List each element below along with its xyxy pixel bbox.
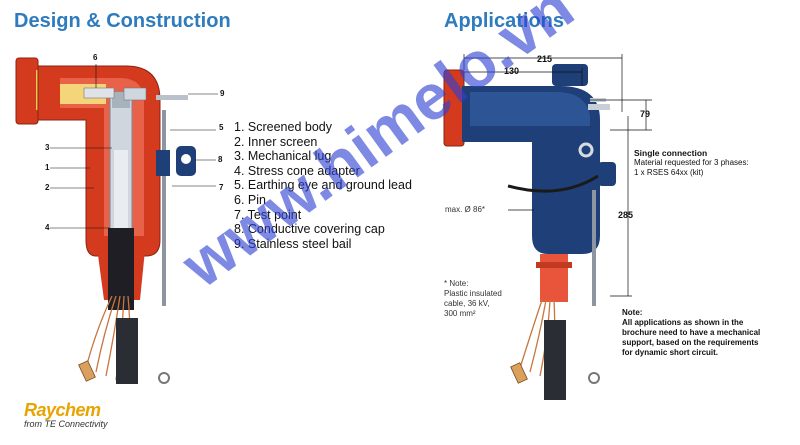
callout-7: 7 [219, 183, 224, 192]
installed-connector [443, 64, 616, 400]
single-connection-line1: Material requested for 3 phases: [634, 158, 749, 167]
logo-name: Raychem [24, 400, 101, 420]
single-connection-line2: 1 x RSES 64xx (kit) [634, 168, 704, 177]
cable-note-line1: * Note: [444, 279, 469, 288]
logo-subtitle: from TE Connectivity [24, 419, 108, 429]
callout-9: 9 [220, 89, 225, 98]
parts-list-item: 3. Mechanical lug [234, 149, 332, 164]
cable-note-line4: 300 mm² [444, 309, 476, 318]
dimension-285: 285 [618, 210, 633, 220]
support-note-line1: All applications as shown in the [622, 318, 744, 327]
single-connection-block: Single connection Material requested for… [634, 148, 749, 178]
cable-note-line3: cable, 36 kV, [444, 299, 490, 308]
parts-list-item: 9. Stainless steel bail [234, 236, 352, 251]
support-note-line2: brochure need to have a mechanical [622, 328, 761, 337]
support-note-line3: support, based on the requirements [622, 338, 759, 347]
parts-list-item: 4. Stress cone adapter [234, 163, 360, 178]
dimension-215: 215 [537, 54, 552, 64]
callout-leaders [50, 64, 218, 229]
design-construction-title: Design & Construction [14, 10, 231, 32]
callout-2: 2 [45, 183, 50, 192]
cable-note: * Note: Plastic insulated cable, 36 kV, … [444, 279, 502, 319]
parts-list-item: 1. Screened body [234, 120, 332, 134]
support-note-title: Note: [622, 308, 643, 317]
parts-list-item: 6. Pin [234, 192, 266, 207]
callout-3: 3 [45, 143, 50, 152]
callout-5: 5 [219, 123, 224, 132]
callout-4: 4 [45, 223, 50, 232]
support-note: Note: All applications as shown in the b… [622, 308, 760, 358]
callout-8: 8 [218, 155, 223, 164]
parts-list: 1. Screened body 2. Inner screen 3. Mech… [234, 120, 412, 251]
parts-list-item: 8. Conductive covering cap [234, 222, 385, 237]
parts-list-item: 7. Test point [234, 207, 302, 222]
callout-1: 1 [45, 163, 50, 172]
diameter-label: max. Ø 86* [445, 205, 485, 214]
callout-6: 6 [93, 53, 98, 62]
parts-list-item: 2. Inner screen [234, 134, 318, 149]
parts-list-item: 5. Earthing eye and ground lead [234, 178, 412, 193]
applications-title: Applications [444, 10, 565, 32]
support-note-line4: for dynamic short circuit. [622, 348, 719, 357]
raychem-logo: Raychem from TE Connectivity [24, 400, 108, 429]
cutaway-connector [15, 57, 196, 385]
cable-note-line2: Plastic insulated [444, 289, 502, 298]
dimension-lines [463, 54, 652, 297]
dimension-79: 79 [640, 109, 650, 119]
single-connection-title: Single connection [634, 148, 708, 158]
dimension-130: 130 [504, 66, 519, 76]
